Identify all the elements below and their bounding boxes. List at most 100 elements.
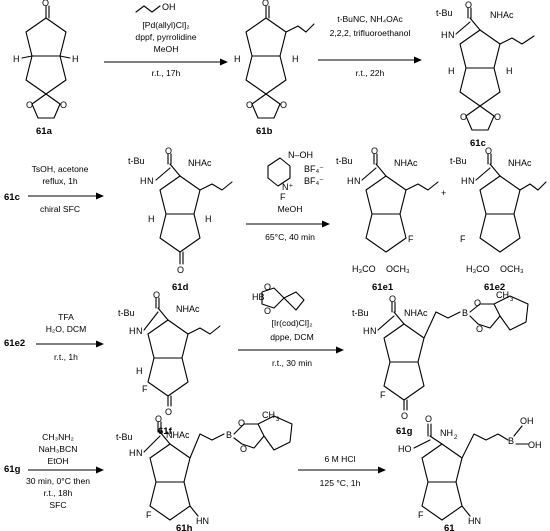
atom-nh: N [354, 176, 361, 186]
condition-line: t-BuNC, NH₄OAc [337, 14, 403, 24]
atom-nhac: NHAc [404, 308, 428, 318]
atom-o: O [476, 324, 483, 334]
condition-line: r.t., 22h [356, 68, 385, 78]
atom-h: H [363, 326, 370, 336]
atom-o: O [240, 444, 247, 454]
atom-nhac: NHAc [394, 158, 418, 168]
atom-f: F [146, 510, 152, 520]
atom-o: O [165, 407, 172, 417]
condition-line: r.t., 1h [54, 352, 78, 362]
atom-o: O [465, 0, 472, 10]
atom-h: H [148, 214, 155, 224]
atom-o: O [238, 418, 245, 428]
condition-line: reflux, 1h [42, 176, 78, 186]
compound-label: 61c [470, 138, 486, 149]
compound-61d: O t-Bu N H NHAc O H H 61d [128, 146, 233, 293]
compound-61c: O t-Bu N H NHAc O O H H 61c [436, 0, 535, 149]
atom-tbu: t-Bu [116, 432, 133, 442]
atom-ch3-sub: 3 [276, 417, 280, 423]
plus-sign: + [441, 188, 446, 198]
condition-line: 30 min, 0°C then [26, 476, 90, 486]
compound-61: O HO NH 2 B OH OH F HN 61 [398, 414, 542, 531]
atom-f: F [460, 234, 466, 244]
condition-line: dppf, pyrrolidine [135, 32, 196, 42]
atom-och3: OCH₃ [500, 264, 524, 274]
condition-line: CH₃NH₂ [42, 432, 74, 442]
compound-label: 61a [36, 126, 53, 137]
atom-ch3-sub: 3 [510, 297, 514, 303]
atom-nh: N [136, 448, 143, 458]
atom-tbu: t-Bu [352, 308, 369, 318]
atom-h3co: H₃CO [466, 264, 490, 274]
condition-line: TsOH, acetone [32, 164, 89, 174]
condition-line: H₂O, DCM [46, 324, 87, 334]
compound-label: 61g [396, 426, 413, 437]
atom-nhac: NHAc [166, 430, 190, 440]
condition-line: 6 M HCl [324, 454, 355, 464]
atom-h: H [72, 54, 79, 64]
atom-tbu: t-Bu [436, 8, 453, 18]
reaction-step-7: CH₃NH₂ NaH₃BCN EtOH 30 min, 0°C then r.t… [26, 432, 104, 510]
compound-61g: O t-Bu N H NHAc B O O CH 3 F O 61g [352, 290, 529, 437]
condition-line: MeOH [278, 204, 303, 214]
atom-och3: OCH₃ [386, 264, 410, 274]
reaction-step-1: OH [Pd(allyl)Cl]₂ dppf, pyrrolidine MeOH… [104, 2, 228, 78]
condition-line: TFA [58, 312, 74, 322]
condition-line: 125 °C, 1h [320, 478, 361, 488]
condition-line: NaH₃BCN [39, 444, 78, 454]
atom-b: B [462, 308, 468, 318]
condition-line: MeOH [154, 44, 179, 54]
compound-61b: O H H O O 61b [234, 0, 315, 137]
compound-61e1: O t-Bu N H NHAc F H₃CO OCH₃ 61e1 [336, 146, 439, 293]
atom-h: H [347, 176, 354, 186]
atom-tbu: t-Bu [450, 156, 467, 166]
atom-h3co: H₃CO [352, 264, 376, 274]
atom-h: H [129, 448, 136, 458]
atom-h: H [461, 176, 468, 186]
row-start-61g: 61g [4, 464, 21, 475]
atom-f: F [280, 192, 286, 202]
atom-ho: HO [398, 444, 412, 454]
reagent-bf4: BF₄⁻ [304, 164, 324, 174]
atom-oh: OH [520, 416, 534, 426]
row-start-61c: 61c [4, 192, 20, 203]
condition-line: 65°C, 40 min [265, 232, 315, 242]
atom-h: H [205, 214, 212, 224]
atom-o: O [26, 100, 33, 110]
condition-line: EtOH [47, 456, 68, 466]
atom-nhac: NHAc [508, 158, 532, 168]
atom-nh2: NH [440, 428, 453, 438]
atom-o: O [264, 282, 271, 292]
atom-f: F [142, 384, 148, 394]
atom-h: H [234, 54, 241, 64]
atom-hn: HN [196, 516, 209, 526]
atom-nh: N [448, 30, 455, 40]
atom-ch3: CH [496, 290, 509, 300]
reaction-step-6: HB O O [Ir(cod)Cl]₂ dppe, DCM r.t., 30 m… [238, 282, 344, 368]
compound-61f: O t-Bu N H NHAc H F O 61f [118, 290, 221, 437]
condition-line: r.t., 18h [44, 488, 73, 498]
atom-o: O [177, 265, 184, 275]
compound-61e2: O t-Bu N H NHAc F H₃CO OCH₃ 61e2 [450, 146, 547, 293]
reaction-step-3: TsOH, acetone reflux, 1h chiral SFC [28, 164, 104, 214]
reaction-step-4: N–OH N⁺ F BF₄⁻ BF₄⁻ MeOH 65°C, 40 min [246, 150, 330, 242]
atom-h: H [506, 66, 513, 76]
condition-line: r.t., 17h [152, 68, 181, 78]
atom-o: O [474, 298, 481, 308]
atom-h: H [292, 54, 299, 64]
atom-nhac: NHAc [490, 10, 514, 20]
atom-f: F [408, 234, 414, 244]
atom-o: O [371, 146, 378, 156]
atom-o: O [401, 411, 408, 421]
reaction-step-8: 6 M HCl 125 °C, 1h [298, 454, 386, 488]
reagent-bf4: BF₄⁻ [304, 176, 324, 186]
atom-o: O [262, 0, 269, 8]
row-start-61e2: 61e2 [4, 338, 25, 349]
reagent-n-oh: N–OH [288, 150, 313, 160]
atom-nhac: NHAc [176, 304, 200, 314]
reaction-step-2: t-BuNC, NH₄OAc 2,2,2, trifluoroethanol r… [318, 14, 422, 78]
compound-61h: O t-Bu N H NHAc B O O CH 3 F HN 61h [116, 410, 293, 531]
atom-h: H [129, 326, 136, 336]
atom-o: O [60, 100, 67, 110]
atom-h: H [140, 176, 147, 186]
